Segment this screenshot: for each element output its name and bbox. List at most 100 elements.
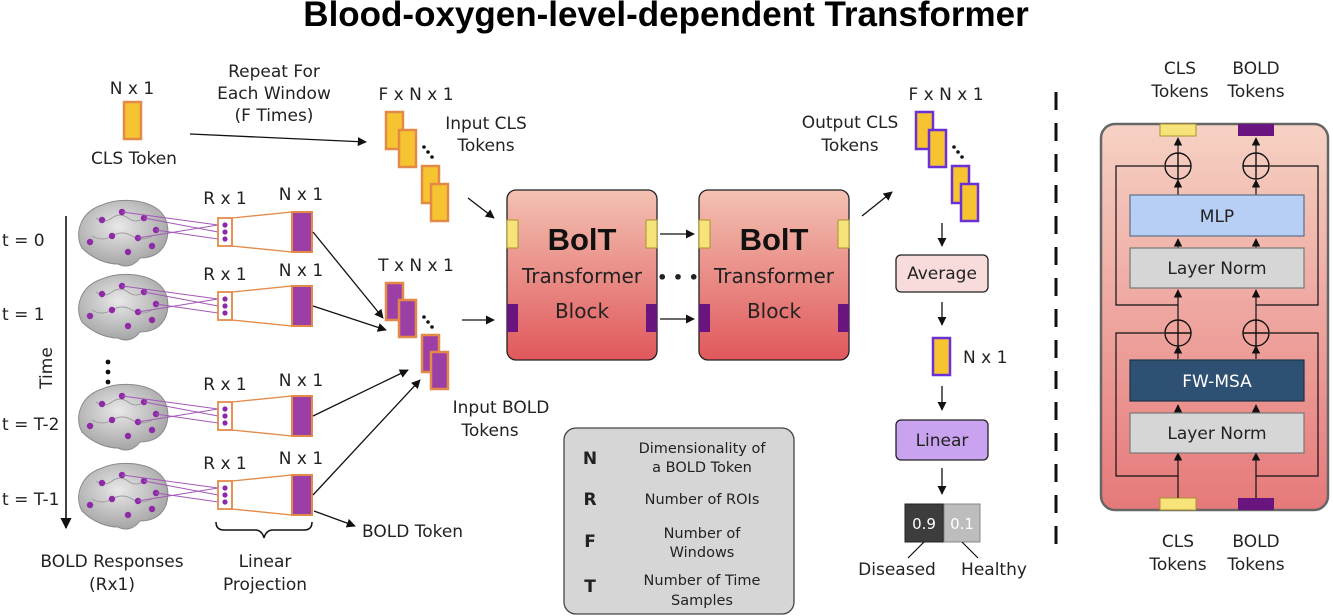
roi-dot: [108, 416, 116, 424]
average-label: Average: [907, 264, 977, 284]
input-bold-dim: T x N x 1: [377, 256, 454, 276]
roi-dot: [108, 495, 116, 503]
layer-norm-bottom-box: [1129, 412, 1305, 454]
linear-label: Linear: [916, 431, 969, 451]
bold-token-label: BOLD Token: [362, 522, 463, 542]
bold-responses-line2: (Rx1): [89, 575, 135, 595]
token-dim-3: N x 1: [279, 449, 323, 469]
linear-box: [895, 419, 989, 461]
cls-token-dim: N x 1: [110, 79, 154, 99]
detail-top-bold-2: Tokens: [1226, 82, 1284, 102]
legend-text-n-1: Dimensionality of: [639, 441, 767, 457]
roi-value-dot: [222, 406, 228, 412]
linear-projection-line2: Projection: [223, 575, 307, 595]
roi-value-dot: [222, 413, 228, 419]
time-label-1: t = 1: [2, 305, 45, 325]
layer-norm-top-label: Layer Norm: [1167, 259, 1266, 279]
legend-key-r: R: [583, 490, 596, 510]
roi-value-dot: [222, 310, 228, 316]
roi-connection: [155, 303, 219, 314]
token-dim-2: N x 1: [279, 371, 323, 391]
roi-value-dot: [222, 303, 228, 309]
block-detail-panel: CLS Tokens BOLD Tokens: [1099, 59, 1330, 575]
roi-dot: [124, 322, 132, 330]
roi-connection: [121, 395, 219, 410]
token-dim-1: N x 1: [279, 261, 323, 281]
output-probabilities: 0.9 0.1 Diseased Healthy: [858, 503, 1027, 580]
output-cls-label-line2: Tokens: [820, 136, 878, 156]
detail-top-bold-1: BOLD: [1232, 59, 1279, 79]
detail-bottom-bold-1: BOLD: [1232, 532, 1279, 552]
linear-projection-line1: Linear: [239, 552, 292, 572]
legend-text-f-1: Number of: [664, 526, 742, 542]
time-label-2: t = T-2: [2, 415, 60, 435]
roi-value-dot: [222, 499, 228, 505]
roi-dot: [108, 306, 116, 314]
repeat-text-line2: Each Window: [217, 84, 331, 104]
legend-text-t-2: Samples: [671, 593, 733, 609]
input-bold-label-line2: Tokens: [460, 421, 518, 441]
roi-dot: [148, 242, 156, 250]
roi-dot: [124, 511, 132, 519]
average-box: [895, 254, 989, 293]
linear-projection-trapezoid: [231, 395, 293, 437]
roi-dot: [86, 501, 94, 509]
roi-dot: [148, 426, 156, 434]
output-cls-token-stack: [914, 110, 980, 223]
output-value-healthy: 0.1: [950, 515, 974, 533]
bold-token-pointer: [313, 510, 356, 528]
roi-connection: [121, 474, 219, 489]
bold-token: [291, 211, 313, 253]
time-ellipsis: [105, 359, 111, 385]
input-bold-label-line1: Input BOLD: [453, 398, 550, 418]
detail-top-cls-2: Tokens: [1150, 82, 1208, 102]
roi-connection: [143, 217, 219, 233]
input-cls-dim: F x N x 1: [378, 85, 453, 105]
roi-connection: [143, 480, 219, 496]
proj-dim-0: R x 1: [203, 189, 247, 209]
legend-text-n-2: a BOLD Token: [652, 460, 752, 476]
legend-key-f: F: [584, 532, 596, 552]
legend-text-r: Number of ROIs: [645, 492, 760, 508]
input-cls-token-stack: [384, 110, 450, 223]
repeat-text-line3: (F Times): [235, 106, 314, 126]
block2-line2: Transformer: [713, 264, 835, 288]
output-cls-label-line1: Output CLS: [802, 113, 899, 133]
mlp-label: MLP: [1200, 207, 1234, 227]
roi-dot: [98, 216, 106, 224]
roi-connection: [121, 285, 219, 300]
detail-top-cls-1: CLS: [1164, 59, 1196, 79]
linear-projection-trapezoid: [231, 474, 293, 516]
roi-connection: [137, 224, 219, 239]
roi-dot: [86, 422, 94, 430]
roi-dot: [148, 505, 156, 513]
fw-msa-label: FW-MSA: [1182, 372, 1252, 392]
roi-dot: [98, 479, 106, 487]
mlp-box: [1129, 194, 1305, 237]
roi-dot: [124, 248, 132, 256]
output-label-healthy: Healthy: [961, 560, 1027, 580]
time-label-3: t = T-1: [2, 490, 60, 510]
bold-token: [291, 474, 313, 516]
final-cls-token: [931, 336, 952, 377]
time-step-rows: [78, 200, 313, 530]
linear-projection-brace: [215, 521, 313, 539]
roi-connection: [155, 413, 219, 424]
proj-dim-1: R x 1: [203, 265, 247, 285]
bold-responses-line1: BOLD Responses: [40, 552, 183, 572]
block1-title: BolT: [548, 222, 617, 257]
cls-token-label: CLS Token: [91, 149, 177, 169]
legend-key-n: N: [583, 449, 597, 469]
output-bar-healthy: [943, 503, 981, 543]
roi-connection: [143, 401, 219, 417]
roi-connection: [137, 408, 219, 423]
diagram-title: Blood-oxygen-level-dependent Transformer: [303, 0, 1029, 34]
detail-bottom-cls-1: CLS: [1162, 532, 1194, 552]
roi-value-dot: [222, 485, 228, 491]
cls-token: [122, 100, 143, 141]
roi-dot: [148, 316, 156, 324]
roi-value-dot: [222, 229, 228, 235]
time-label-0: t = 0: [2, 231, 45, 251]
legend-panel: N Dimensionality of a BOLD Token R Numbe…: [563, 427, 795, 615]
detail-bottom-bold-2: Tokens: [1226, 555, 1284, 575]
